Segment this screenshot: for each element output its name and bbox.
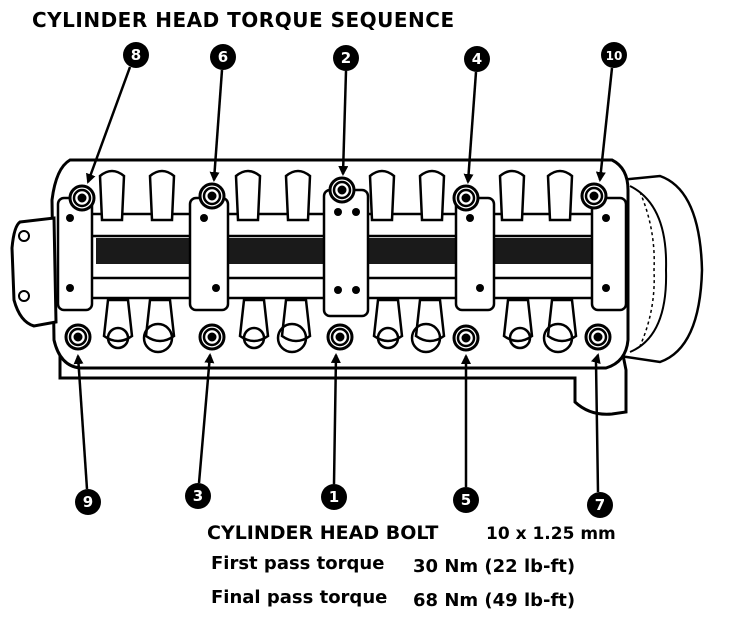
head-bolt-10 — [580, 182, 608, 210]
leader-line-2 — [338, 70, 349, 176]
final-pass-label: Final pass torque — [211, 587, 388, 608]
cap-bolt-heads — [66, 208, 610, 294]
callout-number: 7 — [595, 496, 605, 514]
leader-line-10 — [595, 67, 614, 182]
rocker-arms-upper — [98, 169, 574, 222]
head-bolt-3 — [198, 323, 226, 351]
diagram-title: CYLINDER HEAD TORQUE SEQUENCE — [32, 8, 455, 32]
callout-4: 4 — [464, 46, 490, 72]
leader-line-4 — [463, 71, 478, 184]
callout-number: 8 — [131, 46, 141, 64]
callout-number: 4 — [472, 50, 482, 68]
housing-boss-bottom — [18, 290, 30, 302]
callout-10: 10 — [601, 42, 627, 68]
head-bolt-8 — [68, 184, 96, 212]
leader-line-8 — [86, 66, 132, 184]
bolt-size: 10 x 1.25 mm — [486, 524, 616, 544]
callout-5: 5 — [453, 487, 479, 513]
first-pass-value: 30 Nm (22 lb-ft) — [413, 556, 576, 577]
head-bolt-6 — [198, 182, 226, 210]
leader-line-6 — [209, 69, 224, 182]
leader-line-7 — [590, 353, 601, 493]
first-pass-label: First pass torque — [211, 553, 385, 574]
callout-number: 1 — [329, 488, 339, 506]
head-bolt-1 — [326, 323, 354, 351]
head-bolt-7 — [584, 323, 612, 351]
leader-line-9 — [73, 354, 89, 490]
final-pass-value: 68 Nm (49 lb-ft) — [413, 590, 576, 611]
callout-8: 8 — [123, 42, 149, 68]
callout-number: 3 — [193, 487, 203, 505]
callout-number: 10 — [606, 49, 623, 63]
valve-spring-retainers — [106, 322, 574, 354]
head-bolt-9 — [64, 323, 92, 351]
leader-line-3 — [197, 353, 215, 484]
callout-6: 6 — [210, 44, 236, 70]
head-bolt-2 — [328, 176, 356, 204]
callout-3: 3 — [185, 483, 211, 509]
callout-9: 9 — [75, 489, 101, 515]
callout-number: 5 — [461, 491, 471, 509]
callout-2: 2 — [333, 45, 359, 71]
head-bolts — [64, 176, 612, 352]
leader-lines — [73, 66, 614, 493]
housing-boss-top — [18, 230, 30, 242]
cam-sprocket — [618, 174, 704, 364]
spec-title: CYLINDER HEAD BOLT — [207, 522, 439, 544]
callout-number: 6 — [218, 48, 228, 66]
sequence-callouts: 1 2 3 4 5 6 7 8 9 10 — [75, 42, 627, 518]
cam-bearing-caps — [56, 188, 628, 318]
head-bolt-4 — [452, 184, 480, 212]
callout-number: 9 — [83, 493, 93, 511]
leader-line-1 — [330, 353, 341, 485]
head-bolt-5 — [452, 324, 480, 352]
callout-7: 7 — [587, 492, 613, 518]
callout-number: 2 — [341, 49, 351, 67]
callout-1: 1 — [321, 484, 347, 510]
